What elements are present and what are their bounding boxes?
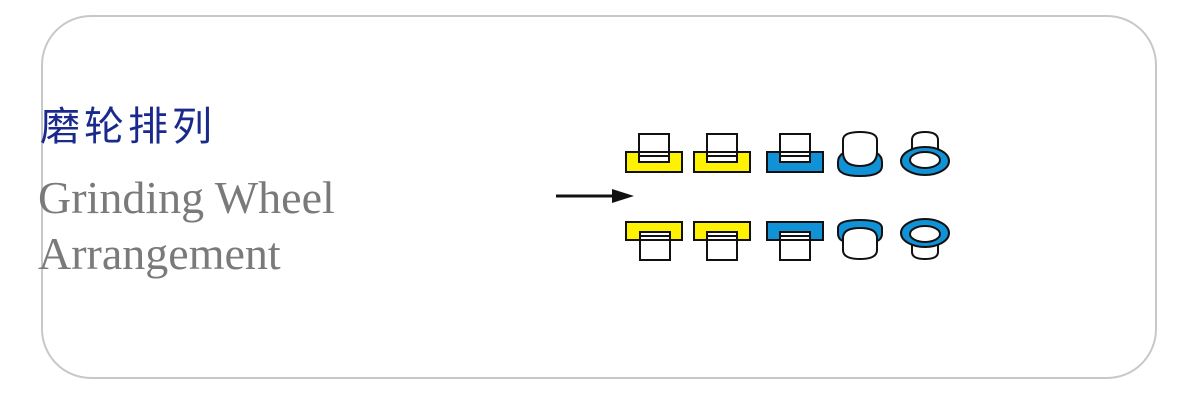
wheel-top-5 [900, 130, 950, 176]
title-english-line2: Arrangement [38, 228, 281, 279]
wheel-bottom-2 [693, 221, 751, 261]
wheel-row-top [625, 130, 950, 178]
title-chinese: 磨轮排列 [40, 104, 216, 150]
wheel-bottom-3 [766, 221, 824, 261]
wheel-bottom-5 [900, 218, 950, 261]
wheel-top-4 [837, 130, 883, 178]
wheel-top-1 [625, 133, 683, 173]
wheel-bottom-4 [837, 218, 883, 261]
wheel-row-bottom [625, 218, 950, 261]
wheel-bottom-1 [625, 221, 683, 261]
arrow-right-icon [556, 189, 634, 203]
wheel-top-2 [693, 133, 751, 173]
title-english-line1: Grinding Wheel [38, 172, 335, 223]
title-english: Grinding Wheel Arrangement [38, 170, 335, 282]
wheel-top-3 [766, 133, 824, 173]
